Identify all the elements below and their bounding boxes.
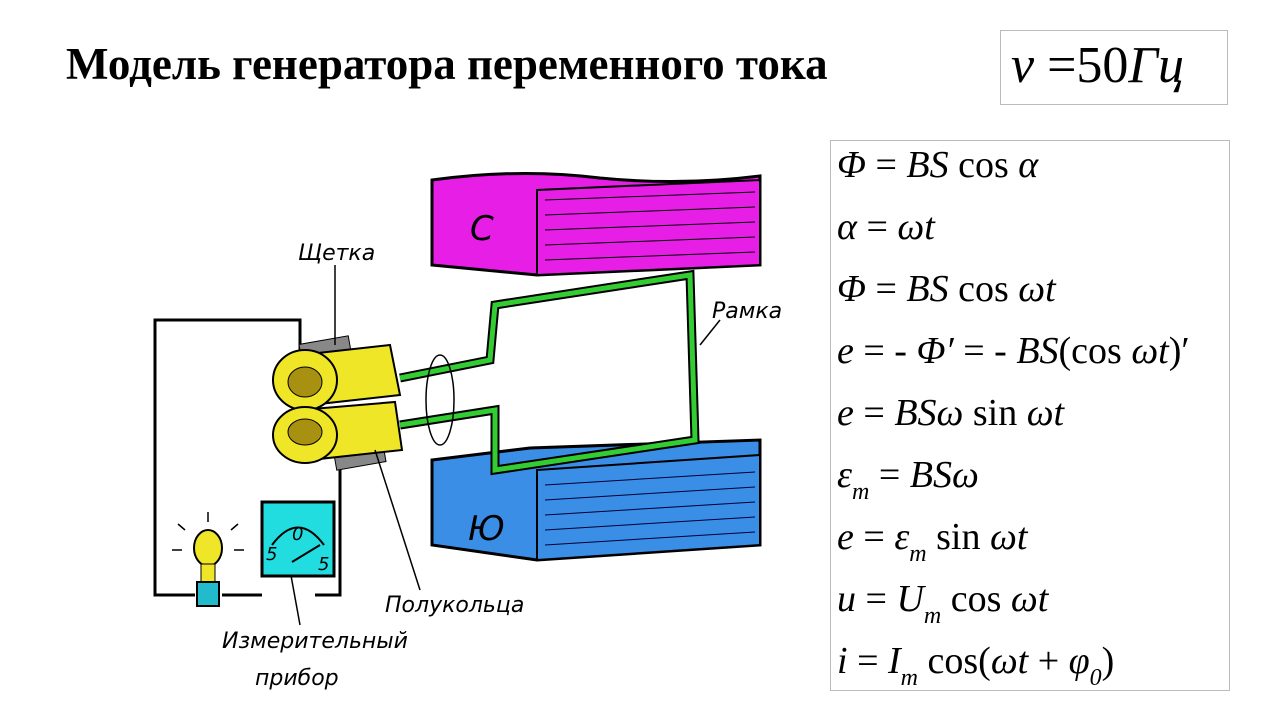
formula-term: ωt [1018,268,1056,310]
formula-term: α [837,206,857,248]
formula-term: )′ [1168,330,1190,372]
brush-label: Щетка [298,241,375,266]
meter-label-line2: прибор [255,666,339,691]
formula-term: ) [1101,640,1115,682]
formula-term: cos( [918,640,991,682]
formula-term: BSω [909,454,979,496]
light-bulb-icon [172,512,244,607]
formula-term: Φ′ [916,330,954,372]
formula-7: e = εm sin ωt [837,515,1027,576]
formula-term: φ [1068,640,1090,682]
slide-title: Модель генератора переменного тока [66,39,828,89]
formula-term: ε [894,516,910,558]
formula-term: m [900,665,918,691]
formula-term: = [853,516,895,558]
generator-diagram: С Ю [153,171,782,691]
formula-6: εm = BSω [837,453,979,514]
frequency-symbol: ν [1011,37,1035,94]
formula-term: = [853,392,895,434]
meter-scale-right: 5 [318,554,329,575]
formula-term: Φ [837,268,866,310]
formula-4: e = - Φ′ = - BS(cos ωt)′ [837,329,1190,373]
half-rings [272,343,404,464]
frequency-equals: = [1034,37,1077,94]
formula-8: u = Um cos ωt [837,577,1048,638]
formula-term: = [847,640,888,682]
formula-term: U [896,578,924,620]
formula-term: cos [948,144,1019,186]
meter-scale-left: 5 [266,544,277,565]
formula-term: e [837,392,854,434]
formula-term: ωt [1026,392,1065,434]
wire-frame-loop [399,269,700,476]
south-pole-label: Ю [468,509,505,549]
formula-term: BSω [894,392,964,434]
measuring-meter: 5 0 5 [260,500,336,578]
formula-2: α = ωt [837,205,935,249]
formula-term: = - [953,330,1017,372]
formula-term: (cos [1058,330,1132,372]
formula-term: cos [948,268,1019,310]
formula-term: ωt [990,516,1028,558]
formula-term: u [837,578,856,620]
formula-term: = [865,268,907,310]
formula-term: ε [837,454,852,496]
formula-1: Φ = BS cos α [837,143,1038,187]
formula-term: BS [906,144,949,186]
frame-label: Рамка [712,299,782,324]
rotation-arrow [425,354,455,446]
half-rings-label: Полукольца [385,593,524,618]
formula-3: Φ = BS cos ωt [837,267,1056,311]
meter-label-line1: Измерительный [222,629,408,654]
formula-term: cos [941,578,1011,620]
formula-term: ωt [1131,330,1169,372]
formula-term: m [851,479,870,505]
frequency-value: 50 [1076,37,1129,94]
formula-term: m [923,603,942,629]
formula-term: ωt [897,206,935,248]
formula-term: ωt [990,640,1029,682]
formula-term: = [865,144,907,186]
formula-term: α [1018,144,1039,186]
north-magnet: С [430,171,762,277]
formula-term: ωt [1010,578,1049,620]
formula-term: m [909,541,927,567]
formula-term: + [1028,640,1069,682]
meter-scale-center: 0 [292,524,303,545]
formula-term: = - [853,330,917,372]
formula-term: i [837,640,848,682]
formula-term: BS [906,268,949,310]
frequency-formula: ν =50Гц [1000,30,1228,105]
formula-term: 0 [1089,665,1102,691]
formula-term: Φ [837,144,866,186]
formula-term: = [869,454,910,496]
formula-term: BS [1016,330,1059,372]
formula-term: = [856,206,898,248]
formula-term: sin [926,516,990,558]
formula-term: I [888,640,901,682]
formula-term: = [856,578,897,620]
north-pole-label: С [470,209,494,249]
formula-9: i = Im cos(ωt + φ0) [837,639,1115,691]
frequency-unit: Гц [1128,37,1185,94]
formula-term: sin [963,392,1027,434]
formula-5: e = BSω sin ωt [837,391,1064,435]
formula-term: e [837,516,854,558]
formula-term: e [837,330,854,372]
circuit-wires [153,318,342,597]
